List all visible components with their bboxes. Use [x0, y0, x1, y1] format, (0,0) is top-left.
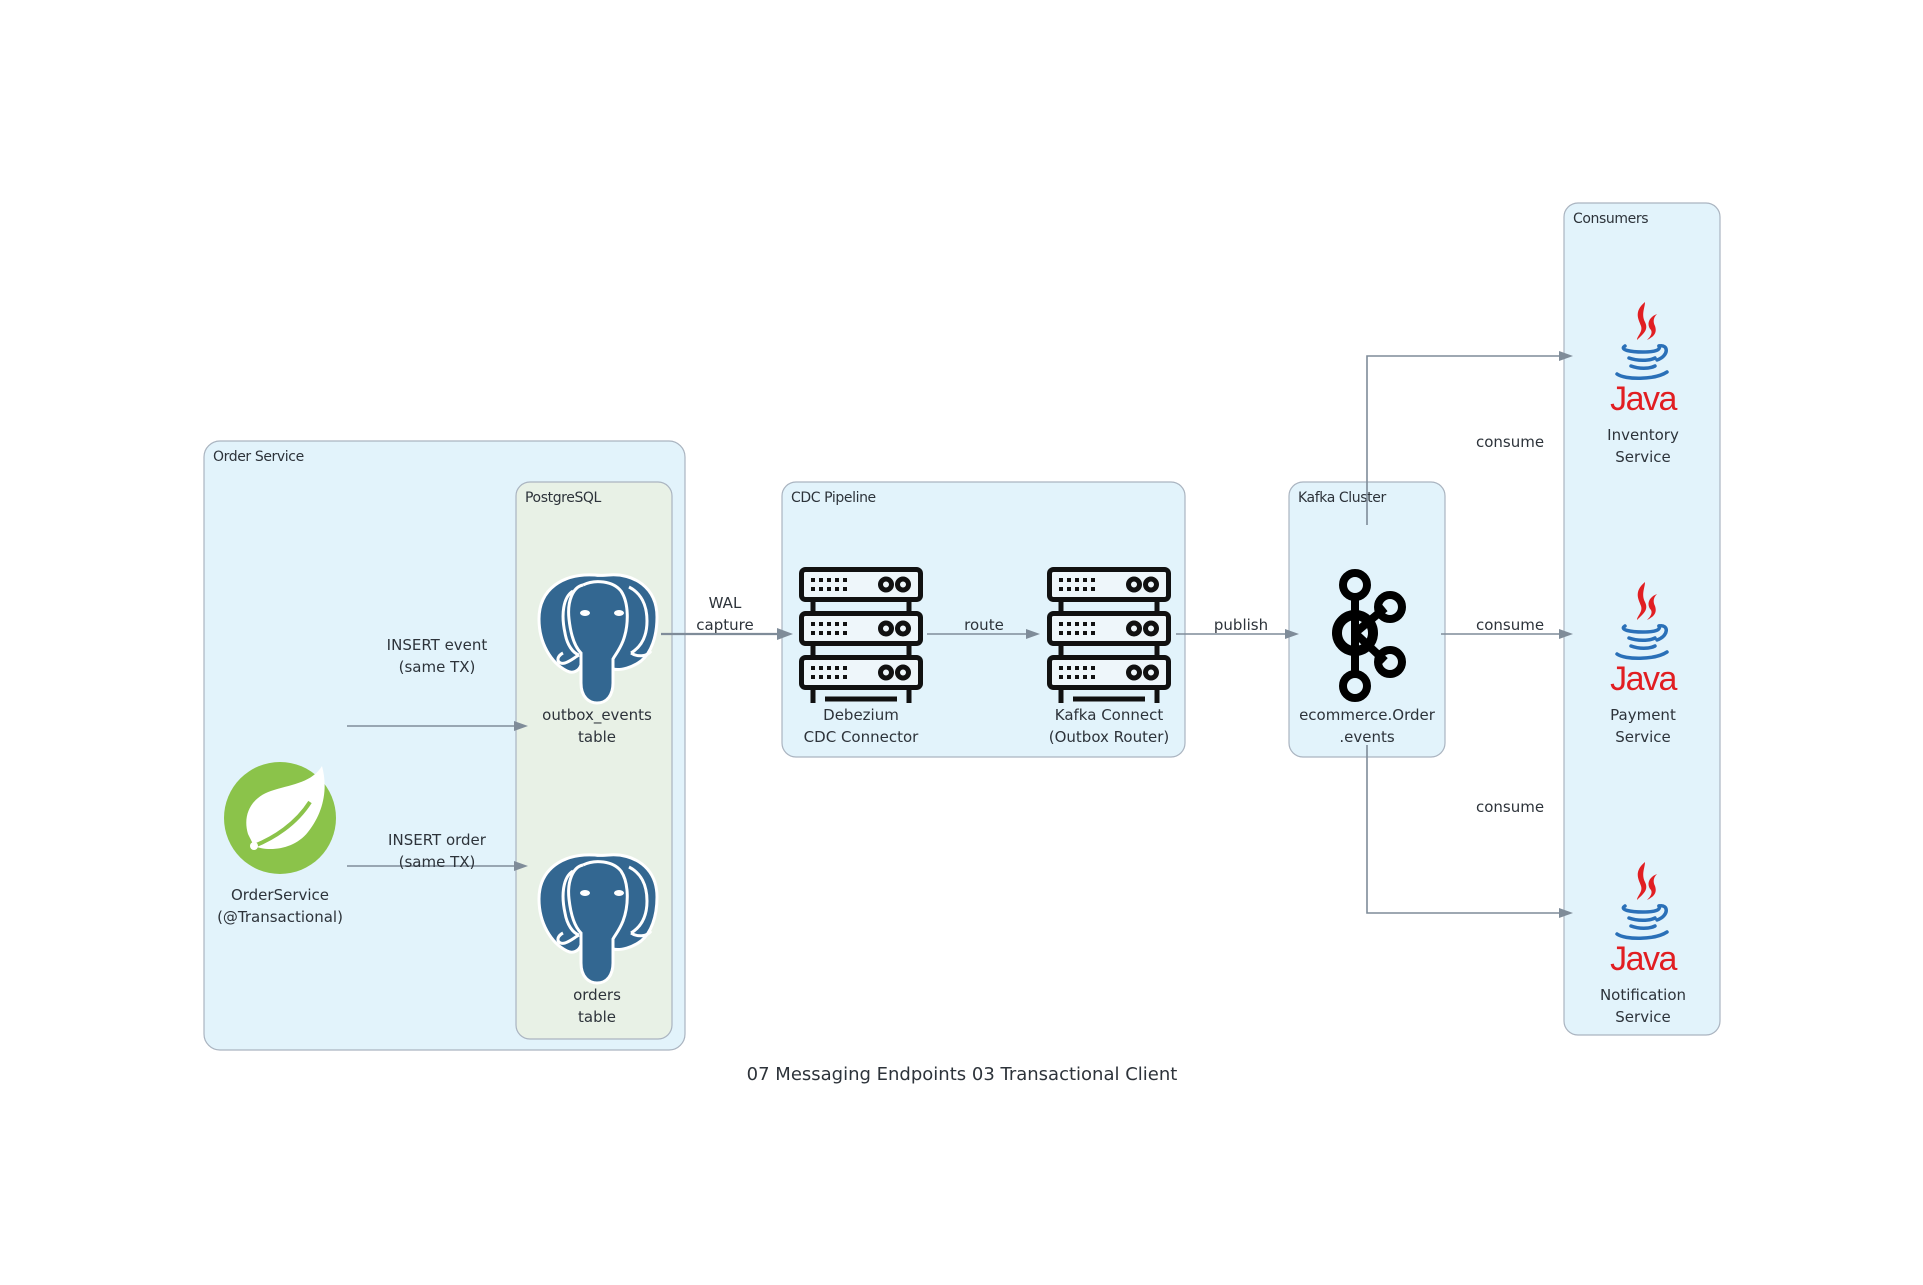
edge-label-wal-2: capture: [696, 616, 753, 634]
server-rack-icon: [1050, 570, 1169, 704]
node-kafka-connect-label-1: Kafka Connect: [1055, 706, 1164, 724]
node-notification-label-1: Notification: [1600, 986, 1686, 1004]
spring-leaf-icon: [224, 762, 336, 874]
edge-wal-capture: [661, 628, 793, 640]
node-inventory-label-2: Service: [1615, 448, 1670, 466]
node-inventory-label-1: Inventory: [1607, 426, 1679, 444]
node-order-service[interactable]: OrderService (@Transactional): [217, 762, 343, 926]
diagram-title: 07 Messaging Endpoints 03 Transactional …: [747, 1064, 1178, 1085]
edge-publish: [1176, 629, 1299, 639]
node-payment-label-2: Service: [1615, 728, 1670, 746]
node-payment-label-1: Payment: [1610, 706, 1676, 724]
kafka-icon: [1332, 569, 1406, 702]
node-inventory-service[interactable]: Inventory Service: [1607, 300, 1680, 466]
node-debezium-connector[interactable]: Debezium CDC Connector: [802, 570, 921, 747]
node-order-service-label-2: (@Transactional): [217, 908, 343, 926]
node-orders-label-1: orders: [573, 986, 621, 1004]
node-orders-label-2: table: [578, 1008, 616, 1026]
cluster-postgresql-title: PostgreSQL: [525, 490, 602, 506]
edge-insert-order: [347, 861, 528, 871]
node-kafka-topic-label-2: .events: [1339, 728, 1394, 746]
node-kafka-topic[interactable]: ecommerce.Order .events: [1299, 569, 1436, 746]
cluster-consumers: [1563, 202, 1721, 1036]
edge-consume-notification: [1366, 745, 1573, 918]
node-debezium-label-2: CDC Connector: [804, 728, 919, 746]
edge-label-consume-notification: consume: [1476, 798, 1544, 816]
node-notification-service[interactable]: Notification Service: [1600, 860, 1686, 1026]
edge-label-route: route: [964, 616, 1004, 634]
node-order-service-label-1: OrderService: [231, 886, 329, 904]
node-payment-service[interactable]: Payment Service: [1608, 580, 1680, 746]
server-rack-icon: [802, 570, 921, 704]
cluster-order-service-title: Order Service: [213, 449, 304, 465]
node-kafka-connect-label-2: (Outbox Router): [1049, 728, 1170, 746]
node-notification-label-2: Service: [1615, 1008, 1670, 1026]
edge-route: [927, 629, 1040, 639]
edge-label-insert-order-2: (same TX): [399, 853, 476, 871]
node-outbox-events-table[interactable]: outbox_events table: [537, 573, 659, 746]
cluster-cdc-pipeline-title: CDC Pipeline: [791, 490, 876, 506]
edge-label-insert-event-1: INSERT event: [387, 636, 488, 654]
cluster-kafka-title: Kafka Cluster: [1298, 490, 1386, 506]
cluster-consumers-title: Consumers: [1573, 211, 1648, 227]
edge-label-consume-inventory: consume: [1476, 433, 1544, 451]
node-debezium-label-1: Debezium: [823, 706, 899, 724]
node-kafka-topic-label-1: ecommerce.Order: [1299, 706, 1436, 724]
node-orders-table[interactable]: orders table: [537, 853, 659, 1026]
node-kafka-connect[interactable]: Kafka Connect (Outbox Router): [1049, 570, 1170, 747]
node-outbox-events-label-1: outbox_events: [542, 706, 652, 725]
edge-insert-event: [347, 721, 528, 731]
edge-label-consume-payment: consume: [1476, 616, 1544, 634]
edge-label-publish: publish: [1214, 616, 1268, 634]
edge-consume-payment: [1441, 629, 1573, 639]
edge-label-insert-event-2: (same TX): [399, 658, 476, 676]
edge-label-wal-1: WAL: [709, 594, 742, 612]
edge-consume-inventory: [1366, 351, 1573, 525]
node-outbox-events-label-2: table: [578, 728, 616, 746]
edge-label-insert-order-1: INSERT order: [388, 831, 487, 849]
